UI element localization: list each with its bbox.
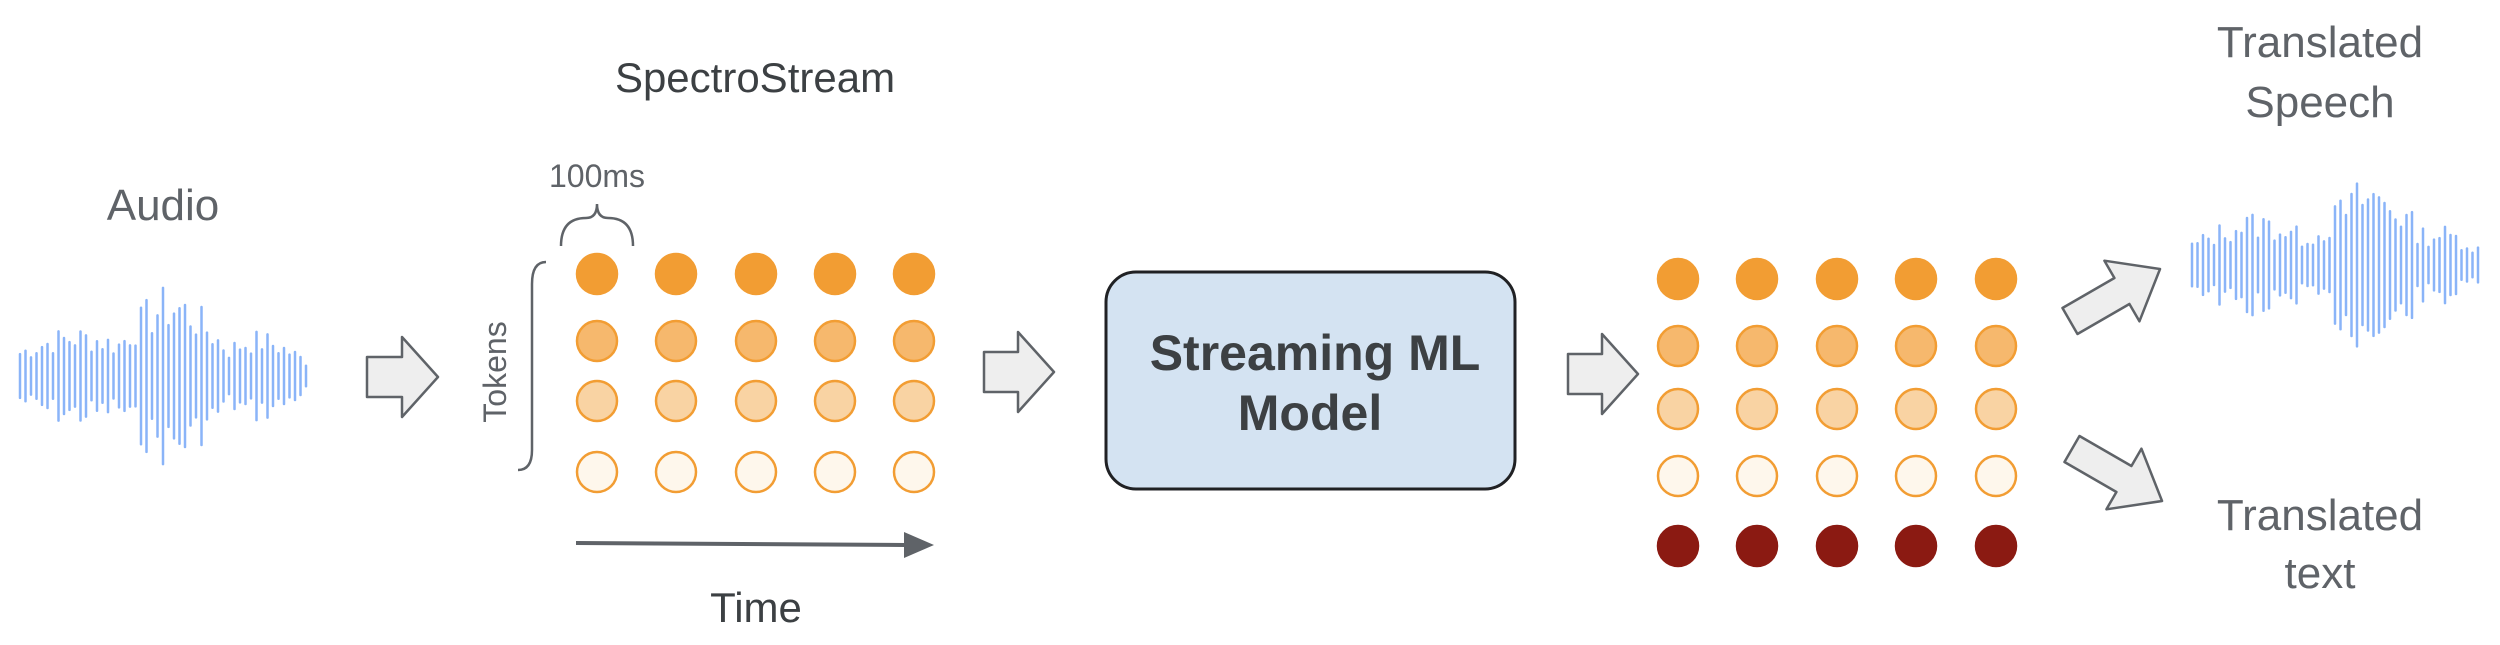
- token-r1-c5: [892, 252, 936, 296]
- output-token-r4-c2: [1735, 454, 1779, 498]
- token-r4-c1: [575, 450, 619, 494]
- output-token-grid: [1656, 257, 2018, 568]
- token-r4-c5: [892, 450, 936, 494]
- token-r3-c2: [654, 379, 698, 423]
- arrow-model-to-output: [1566, 332, 1640, 416]
- output-token-r1-c2: [1735, 257, 1779, 301]
- translated-speech-label-line1: Translated: [2217, 18, 2423, 67]
- output-token-r1-c4: [1894, 257, 1938, 301]
- tokens-curly-brace-lower: [518, 470, 532, 490]
- token-r2-c5: [892, 319, 936, 363]
- output-token-r4-c1: [1656, 454, 1700, 498]
- output-token-r3-c4: [1894, 387, 1938, 431]
- time-axis-arrow-line: [575, 541, 906, 547]
- output-token-r3-c1: [1656, 387, 1700, 431]
- output-token-r3-c2: [1735, 387, 1779, 431]
- arrow-tokens-to-model: [982, 330, 1056, 414]
- token-r4-c3: [734, 450, 778, 494]
- time-axis-arrowhead: [904, 532, 934, 558]
- input-token-grid: [575, 252, 936, 494]
- output-text-token-c4: [1894, 524, 1938, 568]
- tokens-axis-label: Tokens: [477, 321, 513, 422]
- output-text-token-c1: [1656, 524, 1700, 568]
- time-axis-label: Time: [710, 584, 802, 631]
- spectrostream-label: SpectroStream: [615, 54, 895, 101]
- token-r3-c3: [734, 379, 778, 423]
- token-r3-c5: [892, 379, 936, 423]
- token-r4-c2: [654, 450, 698, 494]
- arrow-to-translated-speech: [2061, 259, 2162, 336]
- token-r4-c4: [813, 450, 857, 494]
- output-token-r1-c3: [1815, 257, 1859, 301]
- token-r3-c4: [813, 379, 857, 423]
- output-token-r2-c1: [1656, 324, 1700, 368]
- output-token-r3-c5: [1974, 387, 2018, 431]
- output-text-token-c5: [1974, 524, 2018, 568]
- output-token-r1-c1: [1656, 257, 1700, 301]
- output-token-r4-c4: [1894, 454, 1938, 498]
- translated-text-label-line1: Translated: [2217, 491, 2423, 540]
- model-label-line1: Streaming ML: [1150, 325, 1481, 381]
- output-token-r2-c5: [1974, 324, 2018, 368]
- output-text-token-c3: [1815, 524, 1859, 568]
- token-r1-c3: [734, 252, 778, 296]
- token-r1-c1: [575, 252, 619, 296]
- token-r2-c3: [734, 319, 778, 363]
- translated-speech-label-line2: Speech: [2245, 78, 2394, 127]
- token-r1-c4: [813, 252, 857, 296]
- model-label-line2: Model: [1238, 385, 1382, 441]
- output-token-r4-c5: [1974, 454, 2018, 498]
- translated-speech-waveform: [2190, 182, 2480, 348]
- output-token-r2-c2: [1735, 324, 1779, 368]
- output-text-token-c2: [1735, 524, 1779, 568]
- streaming-ml-model-box: [1104, 270, 1517, 491]
- audio-label: Audio: [107, 181, 220, 230]
- input-audio-waveform: [18, 286, 308, 466]
- tokens-brace: [512, 265, 546, 491]
- token-r3-c1: [575, 379, 619, 423]
- output-token-r4-c3: [1815, 454, 1859, 498]
- arrow-audio-to-tokens: [365, 335, 440, 419]
- output-token-r3-c3: [1815, 387, 1859, 431]
- token-r1-c2: [654, 252, 698, 296]
- token-r2-c4: [813, 319, 857, 363]
- translated-text-label-line2: text: [2285, 549, 2356, 598]
- output-token-r2-c3: [1815, 324, 1859, 368]
- output-token-r1-c5: [1974, 257, 2018, 301]
- duration-label: 100ms: [549, 158, 645, 194]
- duration-brace: [559, 203, 635, 247]
- token-r2-c1: [575, 319, 619, 363]
- token-r2-c2: [654, 319, 698, 363]
- tokens-curly-brace: [517, 260, 547, 472]
- output-token-r2-c4: [1894, 324, 1938, 368]
- arrow-to-translated-text: [2063, 434, 2164, 511]
